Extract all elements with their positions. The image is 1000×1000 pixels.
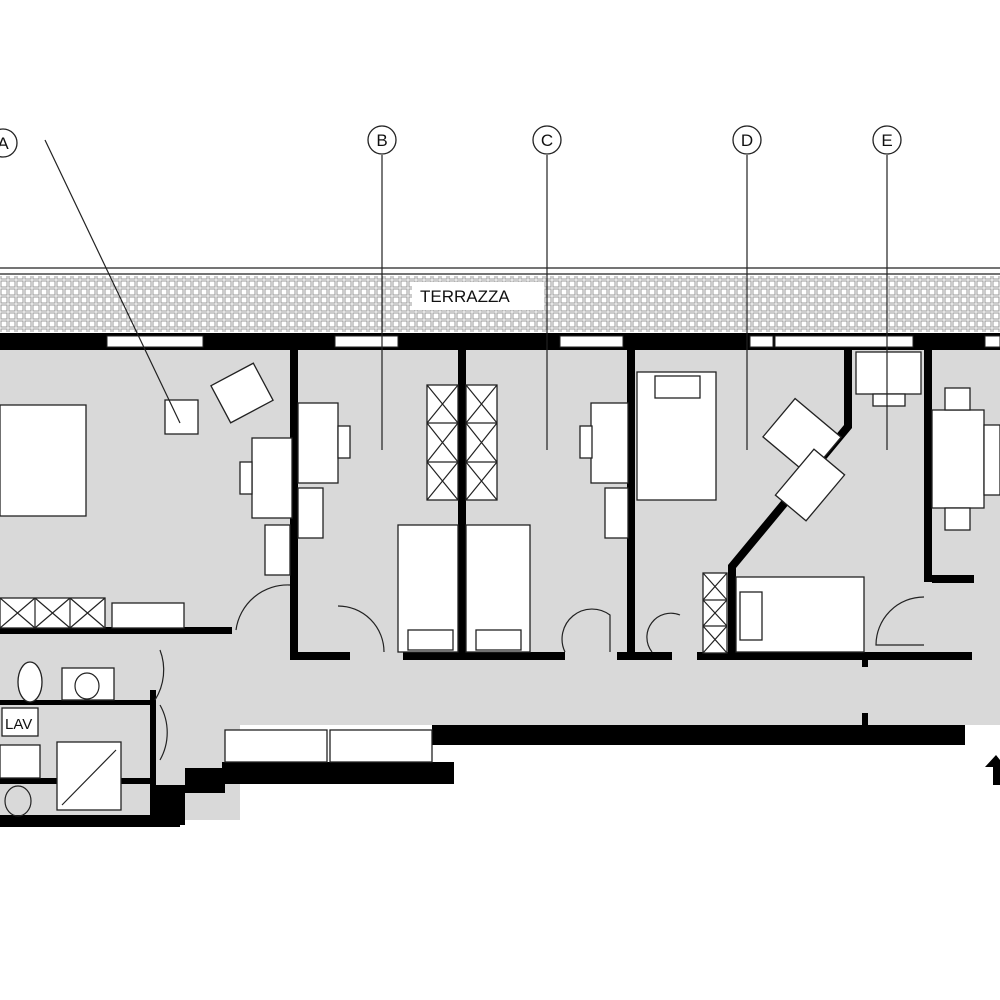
bathroom-label: LAV bbox=[5, 716, 32, 733]
terrace-label: TERRAZZA bbox=[420, 287, 510, 306]
svg-text:E: E bbox=[881, 131, 892, 150]
storage-2 bbox=[329, 729, 433, 763]
doors bbox=[154, 584, 925, 761]
storage-1 bbox=[224, 729, 328, 763]
svg-text:D: D bbox=[741, 131, 753, 150]
svg-text:B: B bbox=[376, 131, 387, 150]
marker-e: E bbox=[872, 125, 902, 155]
dining-table bbox=[251, 437, 293, 519]
chair bbox=[239, 461, 253, 495]
marker-c: C bbox=[532, 125, 562, 155]
armchair bbox=[210, 362, 274, 424]
desk-c bbox=[590, 402, 629, 484]
furniture: LAV bbox=[0, 351, 1000, 817]
svg-text:A: A bbox=[0, 134, 9, 153]
toilet bbox=[17, 661, 43, 703]
marker-a: A bbox=[0, 128, 18, 158]
arrow-up-icon bbox=[985, 755, 1000, 785]
living-sofa-bed bbox=[0, 404, 87, 517]
desk-b bbox=[297, 402, 339, 484]
exterior-wall bbox=[0, 333, 1000, 350]
section-markers: A B C D E bbox=[0, 125, 902, 450]
desk-e bbox=[855, 351, 922, 395]
marker-b: B bbox=[367, 125, 397, 155]
terrace: TERRAZZA bbox=[0, 267, 1000, 332]
side-table bbox=[164, 399, 199, 435]
svg-text:C: C bbox=[541, 131, 553, 150]
marker-d: D bbox=[732, 125, 762, 155]
cabinet bbox=[264, 524, 291, 576]
table-right bbox=[931, 409, 985, 509]
